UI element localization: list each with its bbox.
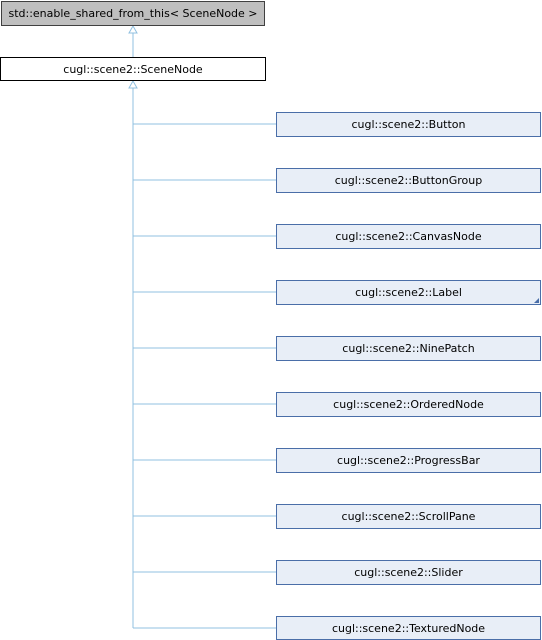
derived-label: cugl::scene2::ScrollPane <box>341 510 476 523</box>
arrowhead-base <box>128 24 138 34</box>
derived-node-orderednode[interactable]: cugl::scene2::OrderedNode <box>276 392 541 417</box>
derived-label: cugl::scene2::Button <box>351 118 466 131</box>
arrowhead-class <box>128 79 138 89</box>
derived-label: cugl::scene2::Label <box>355 286 462 299</box>
derived-node-ninepatch[interactable]: cugl::scene2::NinePatch <box>276 336 541 361</box>
edge-branches <box>133 123 276 629</box>
derived-label: cugl::scene2::TexturedNode <box>331 621 486 635</box>
derived-label: cugl::scene2::OrderedNode <box>333 398 484 411</box>
derived-label: cugl::scene2::ProgressBar <box>337 454 480 467</box>
derived-label: cugl::scene2::NinePatch <box>342 342 475 355</box>
derived-label: cugl::scene2::Slider <box>354 566 463 579</box>
base-class-node[interactable]: std::enable_shared_from_this< SceneNode … <box>1 1 265 26</box>
derived-label: cugl::scene2::ButtonGroup <box>334 174 483 187</box>
derived-node-button[interactable]: cugl::scene2::Button <box>276 112 541 137</box>
class-node[interactable]: cugl::scene2::SceneNode <box>0 57 266 81</box>
derived-label: cugl::scene2::CanvasNode <box>335 230 482 243</box>
class-label: cugl::scene2::SceneNode <box>63 62 203 76</box>
derived-node-buttongroup[interactable]: cugl::scene2::ButtonGroup <box>276 168 541 193</box>
derived-node-scrollpane[interactable]: cugl::scene2::ScrollPane <box>276 504 541 529</box>
base-class-label: std::enable_shared_from_this< SceneNode … <box>8 7 258 20</box>
has-children-marker <box>534 298 539 303</box>
derived-node-label[interactable]: cugl::scene2::Label <box>276 280 541 305</box>
derived-node-slider[interactable]: cugl::scene2::Slider <box>276 560 541 585</box>
derived-node-texturednode[interactable]: cugl::scene2::TexturedNode <box>276 616 541 640</box>
derived-node-canvasnode[interactable]: cugl::scene2::CanvasNode <box>276 224 541 249</box>
derived-node-progressbar[interactable]: cugl::scene2::ProgressBar <box>276 448 541 473</box>
